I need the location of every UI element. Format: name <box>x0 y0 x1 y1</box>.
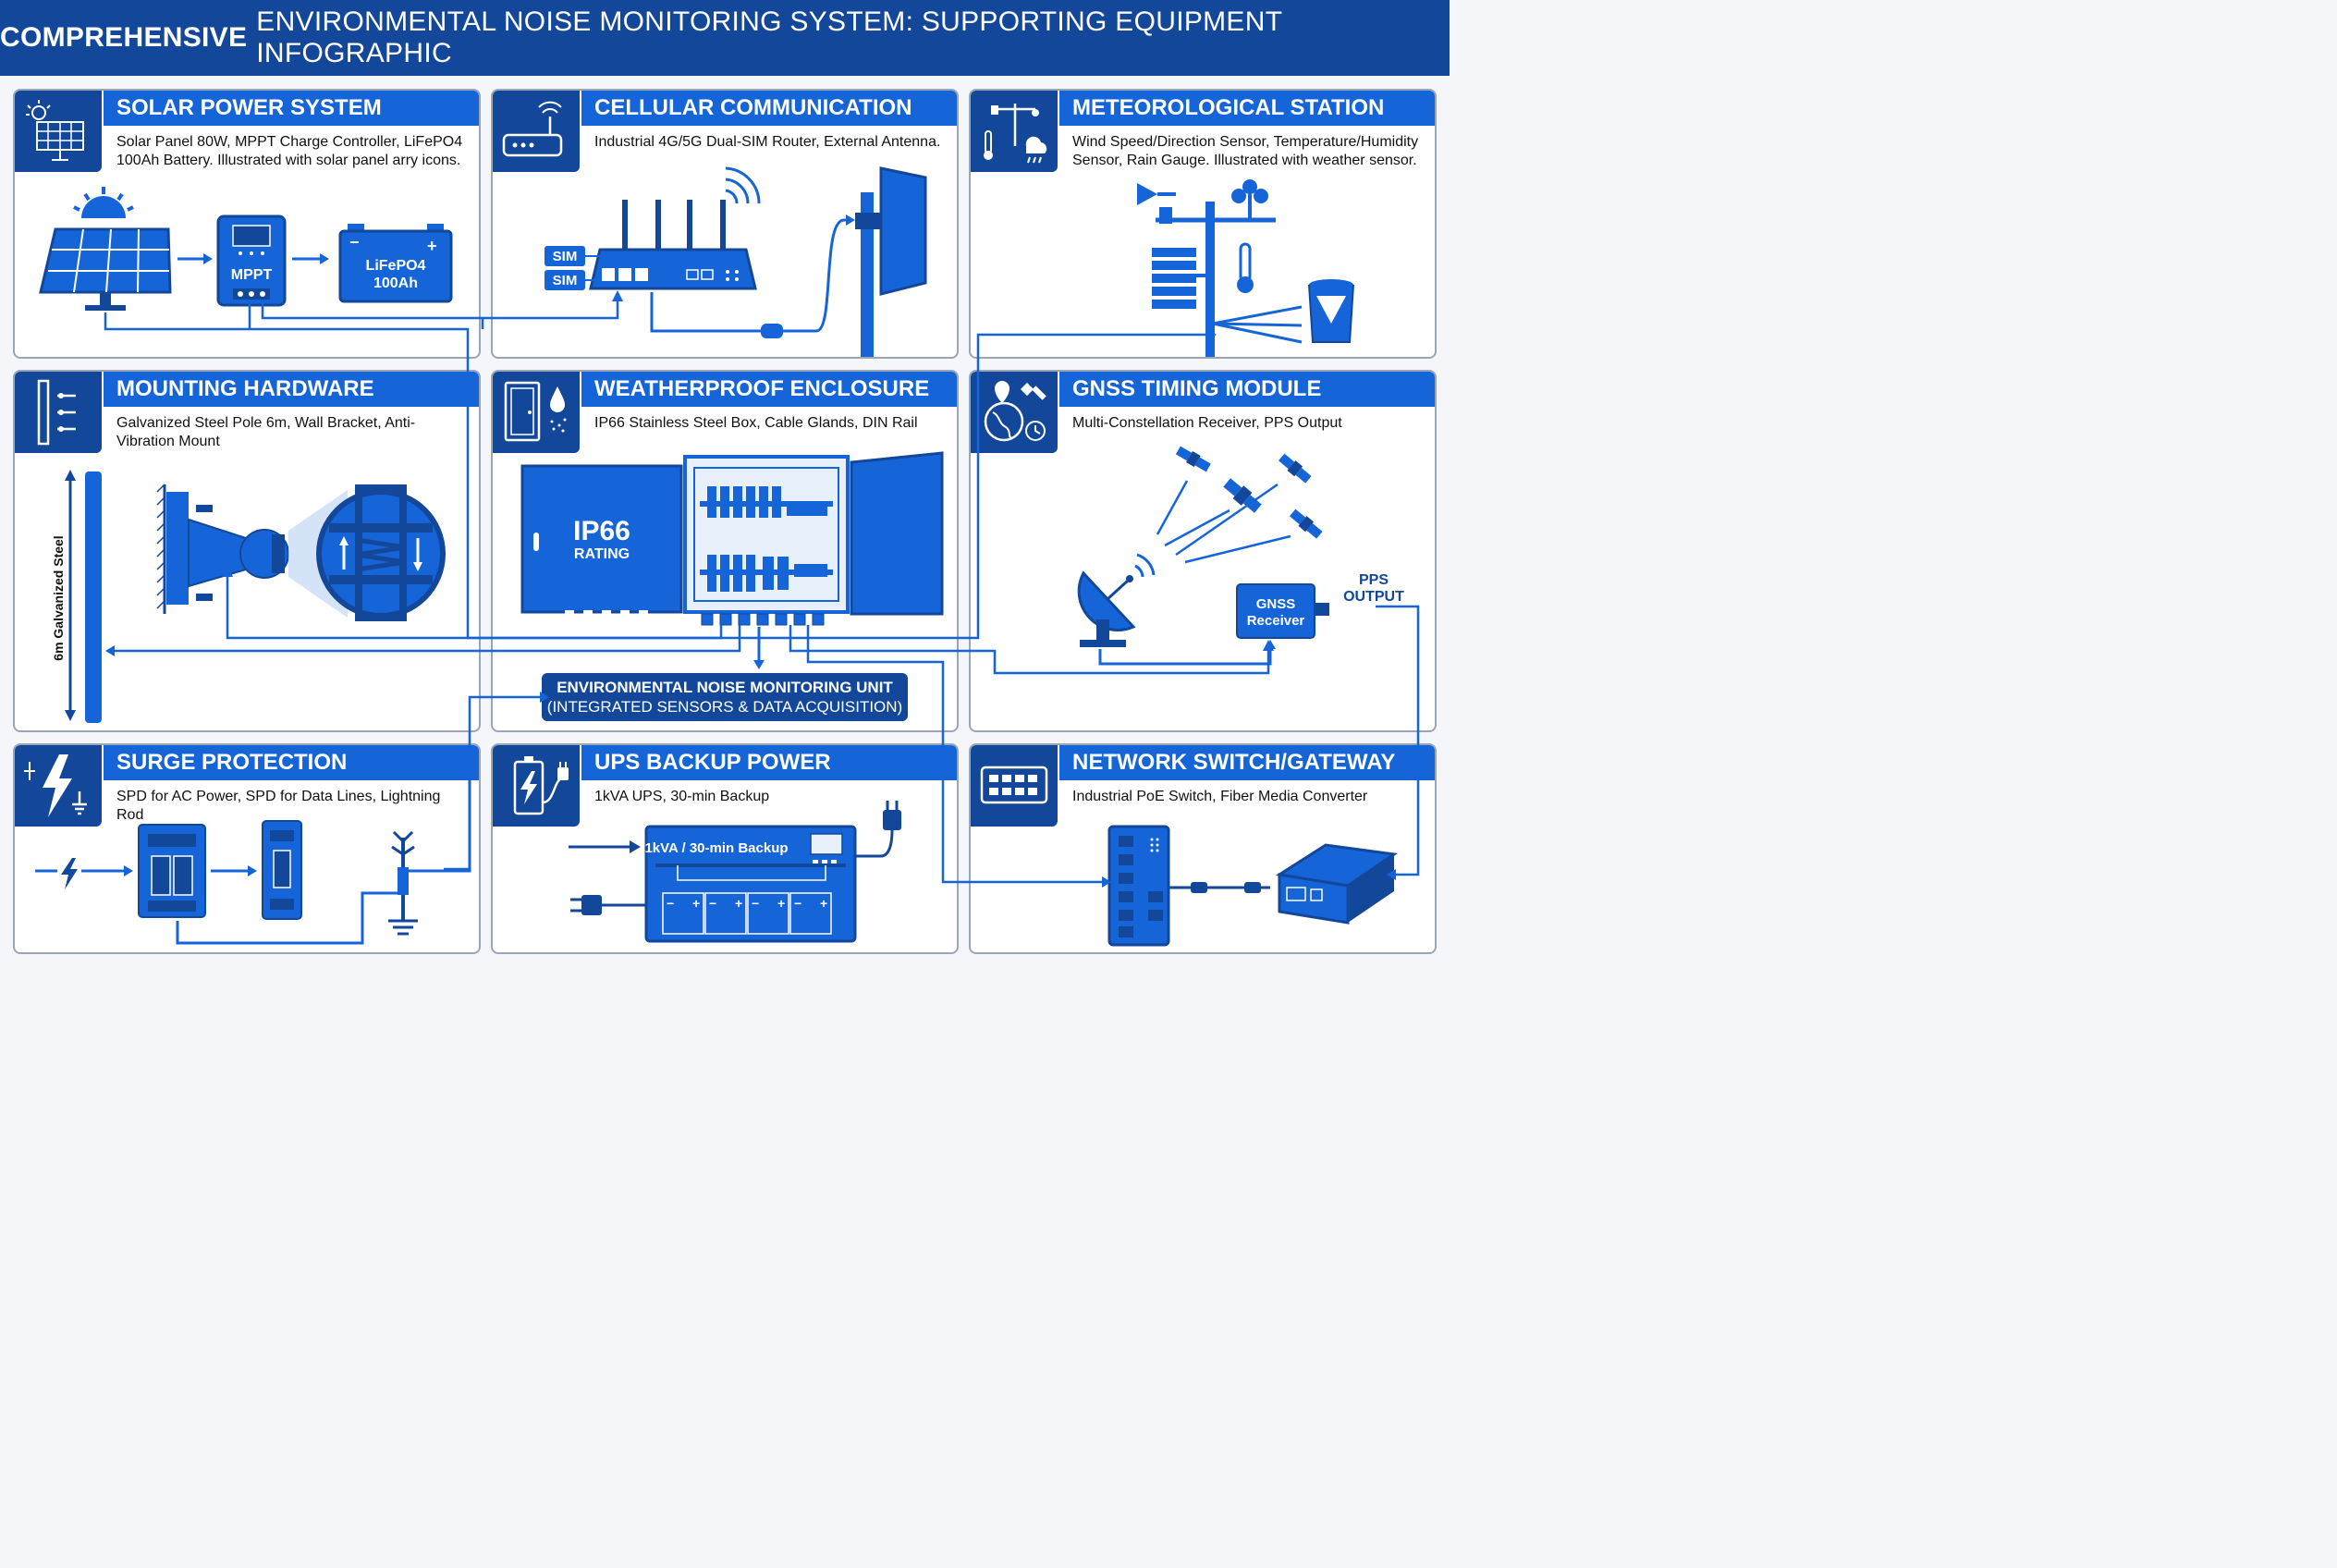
ac-plug-in-icon <box>570 895 646 915</box>
panel-description: 1kVA UPS, 30-min Backup <box>594 789 770 804</box>
svg-text:SIM: SIM <box>553 273 578 288</box>
central-unit-title: ENVIRONMENTAL NOISE MONITORING UNIT <box>557 679 893 696</box>
ac-plug-out-icon <box>855 801 901 858</box>
anti-vibration-mount <box>316 484 446 621</box>
panel-description: Solar Panel 80W, MPPT Charge Controller,… <box>116 134 463 168</box>
gnss-receiver: GNSS Receiver <box>1236 583 1329 639</box>
rain-gauge <box>1212 279 1354 344</box>
weather-station-icon <box>971 91 1058 172</box>
panel-description: Industrial 4G/5G Dual-SIM Router, Extern… <box>594 134 941 150</box>
pole-label: 6m Galvanized Steel <box>51 535 66 660</box>
svg-text:−: − <box>349 233 360 251</box>
svg-text:−: − <box>667 896 674 911</box>
pps-label-2: OUTPUT <box>1343 589 1404 605</box>
svg-text:Receiver: Receiver <box>1247 613 1305 629</box>
ups-label: 1kVA / 30-min Backup <box>644 840 788 856</box>
lightning-rod <box>388 830 418 936</box>
ups-unit: 1kVA / 30-min Backup −+ −+ −+ −+ <box>644 825 857 943</box>
panel-description: SPD for AC Power, SPD for Data Lines, Li… <box>116 789 441 823</box>
satellite-icons <box>1175 446 1323 539</box>
fiber-cable <box>1168 882 1270 893</box>
panel-gnss-timing: GNSS TIMING MODULE Multi-Constellation R… <box>969 370 1437 732</box>
title-bold: COMPREHENSIVE <box>0 22 248 53</box>
poe-switch <box>1107 825 1170 947</box>
enclosure-right-door <box>850 451 944 616</box>
sim-card-1: SIM <box>544 246 585 266</box>
panel-cellular-communication: CELLULAR COMMUNICATION Industrial 4G/5G … <box>491 89 959 359</box>
panel-title: CELLULAR COMMUNICATION <box>581 91 957 126</box>
panel-network-switch: NETWORK SWITCH/GATEWAY Industrial PoE Sw… <box>969 743 1437 954</box>
ip66-label: IP66 <box>573 516 630 546</box>
weather-mast <box>1137 179 1276 357</box>
sim-card-2: SIM <box>544 270 585 290</box>
spd-data-lines <box>262 820 302 920</box>
panel-description: Wind Speed/Direction Sensor, Temperature… <box>1072 134 1419 168</box>
title-rest: ENVIRONMENTAL NOISE MONITORING SYSTEM: S… <box>256 6 1282 68</box>
panel-title: METEOROLOGICAL STATION <box>1059 91 1435 126</box>
svg-text:−: − <box>794 896 801 911</box>
spd-ac-power <box>138 824 206 918</box>
environmental-noise-monitoring-unit: ENVIRONMENTAL NOISE MONITORING UNIT (INT… <box>542 673 908 721</box>
svg-text:+: + <box>735 896 742 911</box>
svg-text:+: + <box>777 896 785 911</box>
pole-icon <box>15 372 102 453</box>
panel-meteorological-station: METEOROLOGICAL STATION Wind Speed/Direct… <box>969 89 1437 359</box>
lifepo4-battery: − + LiFePO4 100Ah <box>338 224 453 303</box>
svg-text:−: − <box>709 896 716 911</box>
mppt-label: MPPT <box>231 267 273 283</box>
panel-ups-backup: UPS BACKUP POWER 1kVA UPS, 30-min Backup… <box>491 743 959 954</box>
panel-title: SOLAR POWER SYSTEM <box>104 91 479 126</box>
gnss-antenna-dish <box>1077 553 1156 647</box>
svg-text:+: + <box>820 896 827 911</box>
external-antenna <box>855 166 927 357</box>
dual-sim-router <box>589 166 761 290</box>
radiation-shield <box>1152 248 1207 309</box>
enclosure-left-door: IP66 RATING <box>520 464 683 614</box>
thermometer-icon <box>1237 242 1254 293</box>
panel-surge-protection: SURGE PROTECTION SPD for AC Power, SPD f… <box>13 743 481 954</box>
router-icon <box>493 91 580 172</box>
svg-text:SIM: SIM <box>553 249 578 264</box>
panel-description: Industrial PoE Switch, Fiber Media Conve… <box>1072 789 1368 804</box>
solar-panel <box>39 227 172 311</box>
central-unit-subtitle: (INTEGRATED SENSORS & DATA ACQUISITION) <box>546 698 903 716</box>
svg-text:GNSS: GNSS <box>1256 596 1296 612</box>
surge-bolt-icon <box>61 858 78 889</box>
panel-mounting-hardware: MOUNTING HARDWARE Galvanized Steel Pole … <box>13 370 481 732</box>
lightning-icon <box>15 745 102 827</box>
wall-bracket <box>156 484 289 614</box>
battery-label-1: LiFePO4 <box>366 258 426 274</box>
svg-text:+: + <box>427 237 437 255</box>
panel-title: SURGE PROTECTION <box>104 745 479 780</box>
enclosure-cabinet <box>683 455 850 626</box>
mppt-controller: MPPT <box>216 214 287 307</box>
battery-label-2: 100Ah <box>373 276 418 291</box>
rating-label: RATING <box>574 546 630 562</box>
svg-text:+: + <box>692 896 700 911</box>
panel-solar-power: SOLAR POWER SYSTEM Solar Panel 80W, MPPT… <box>13 89 481 359</box>
panel-title: NETWORK SWITCH/GATEWAY <box>1059 745 1435 780</box>
sun-icon <box>73 187 134 218</box>
title-bar: COMPREHENSIVE ENVIRONMENTAL NOISE MONITO… <box>0 0 1450 76</box>
solar-panel-icon <box>15 91 102 172</box>
galvanized-pole: 6m Galvanized Steel <box>51 470 102 723</box>
fiber-media-converter <box>1275 843 1399 925</box>
svg-text:−: − <box>752 896 759 911</box>
pps-label-1: PPS <box>1359 572 1389 588</box>
